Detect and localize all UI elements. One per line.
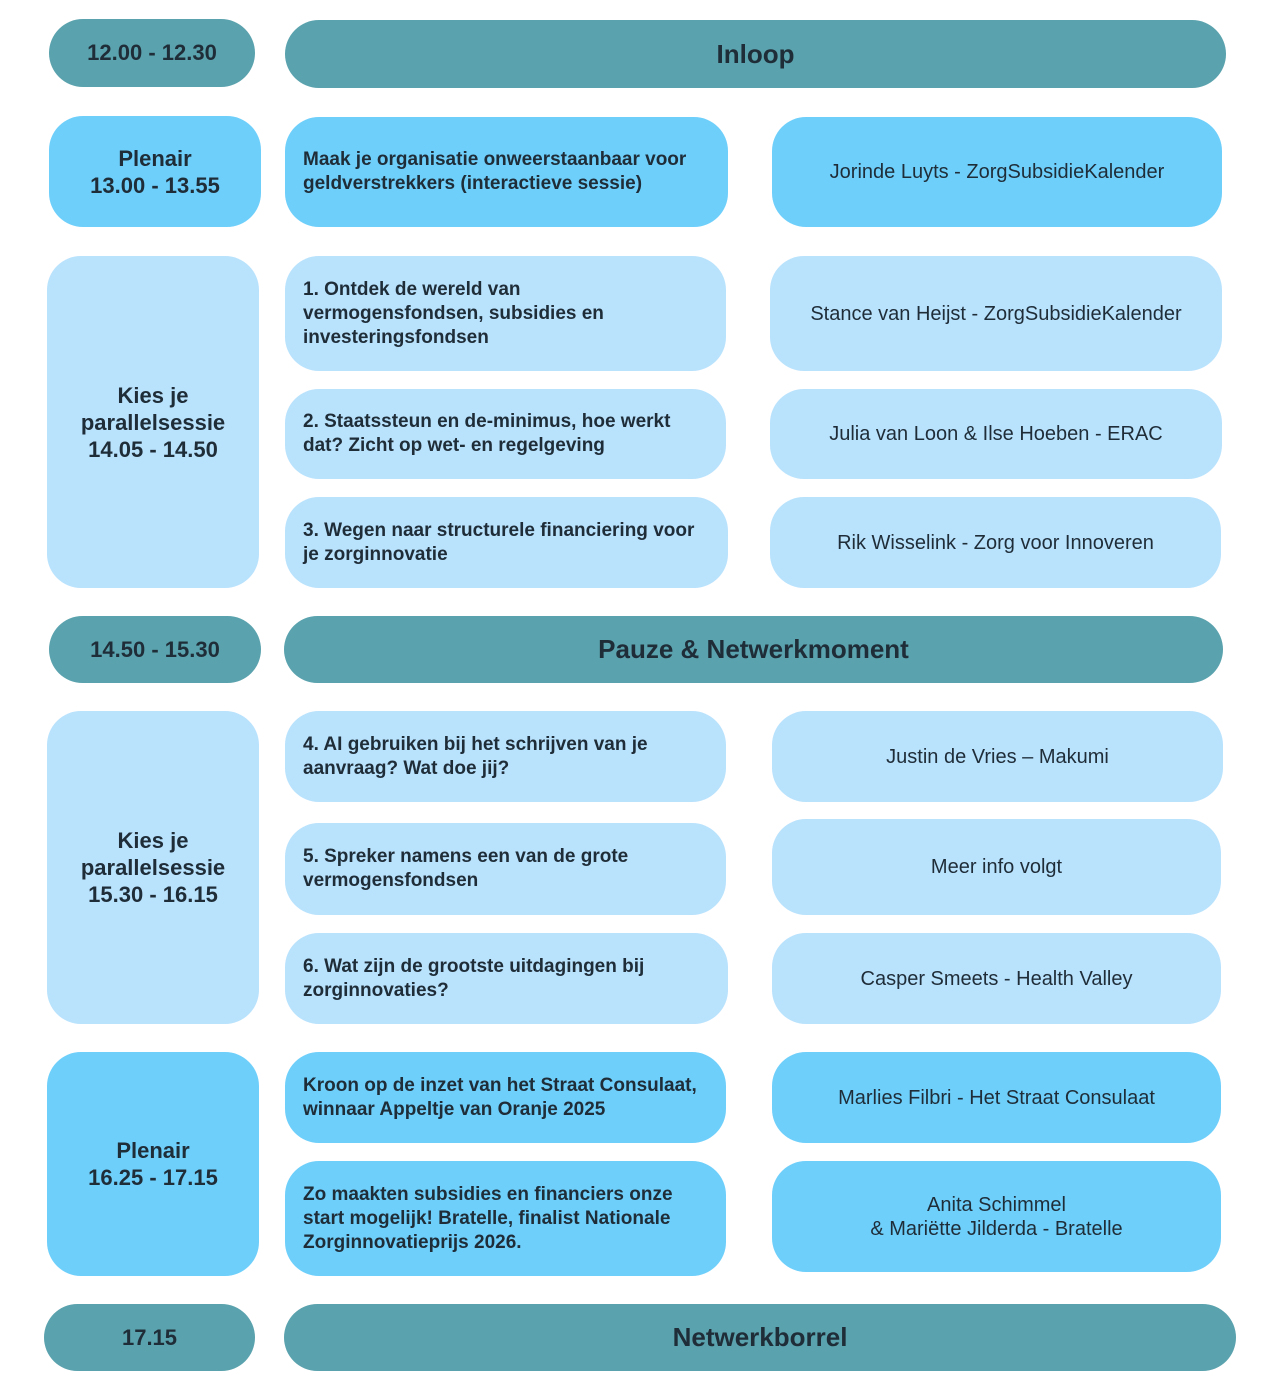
label-parallel-1: Kies je parallelsessie 14.05 - 14.50 (47, 256, 259, 588)
time-pauze: 14.50 - 15.30 (49, 616, 261, 683)
band-inloop: Inloop (285, 20, 1226, 88)
band-borrel: Netwerkborrel (284, 1304, 1236, 1371)
speaker-session-4: Justin de Vries – Makumi (772, 711, 1223, 802)
session-5: 5. Spreker namens een van de grote vermo… (285, 823, 726, 915)
label-plenair-2-line1: Plenair (116, 1138, 190, 1163)
label-plenair-1-line2: 13.00 - 13.55 (90, 172, 220, 198)
label-parallel-2: Kies je parallelsessie 15.30 - 16.15 (47, 711, 259, 1024)
time-inloop: 12.00 - 12.30 (49, 19, 255, 87)
speaker-plenair-2b-line1: Anita Schimmel (927, 1193, 1066, 1216)
speaker-plenair-2a: Marlies Filbri - Het Straat Consulaat (772, 1052, 1221, 1143)
band-pauze: Pauze & Netwerkmoment (284, 616, 1223, 683)
label-plenair-1: Plenair 13.00 - 13.55 (49, 116, 261, 227)
session-plenair-2a: Kroon op de inzet van het Straat Consula… (285, 1052, 726, 1143)
label-plenair-2: Plenair 16.25 - 17.15 (47, 1052, 259, 1276)
session-2: 2. Staatssteun en de-minimus, hoe werkt … (285, 389, 726, 479)
session-3: 3. Wegen naar structurele financiering v… (285, 497, 728, 588)
label-parallel-2-line3: 15.30 - 16.15 (88, 882, 218, 907)
session-1: 1. Ontdek de wereld van vermogensfondsen… (285, 256, 726, 371)
speaker-session-6: Casper Smeets - Health Valley (772, 933, 1221, 1024)
speaker-plenair-2a-line1: Marlies Filbri - Het Straat Consulaat (838, 1086, 1155, 1109)
session-4: 4. AI gebruiken bij het schrijven van je… (285, 711, 726, 802)
speaker-session-5: Meer info volgt (772, 819, 1221, 915)
speaker-session-2: Julia van Loon & Ilse Hoeben - ERAC (770, 389, 1222, 479)
label-plenair-2-line2: 16.25 - 17.15 (88, 1165, 218, 1190)
label-parallel-1-line2: parallelsessie (80, 409, 226, 435)
label-plenair-1-line1: Plenair (118, 145, 192, 171)
session-6: 6. Wat zijn de grootste uitdagingen bij … (285, 933, 728, 1024)
session-plenair-2b: Zo maakten subsidies en financiers onze … (285, 1161, 726, 1276)
label-parallel-1-line1: Kies je (117, 382, 189, 408)
speaker-plenair-2b: Anita Schimmel & Mariëtte Jilderda - Bra… (772, 1161, 1221, 1272)
speaker-plenair-2b-line2: & Mariëtte Jilderda - Bratelle (870, 1217, 1123, 1240)
time-borrel: 17.15 (44, 1304, 255, 1371)
speaker-session-1: Stance van Heijst - ZorgSubsidieKalender (770, 256, 1222, 371)
speaker-session-3: Rik Wisselink - Zorg voor Innoveren (770, 497, 1221, 588)
speaker-plenair-1: Jorinde Luyts - ZorgSubsidieKalender (772, 117, 1222, 227)
session-plenair-1: Maak je organisatie onweerstaanbaar voor… (285, 117, 728, 227)
label-parallel-2-line2: parallelsessie (80, 855, 226, 880)
label-parallel-2-line1: Kies je (117, 828, 189, 853)
label-parallel-1-line3: 14.05 - 14.50 (88, 436, 218, 462)
